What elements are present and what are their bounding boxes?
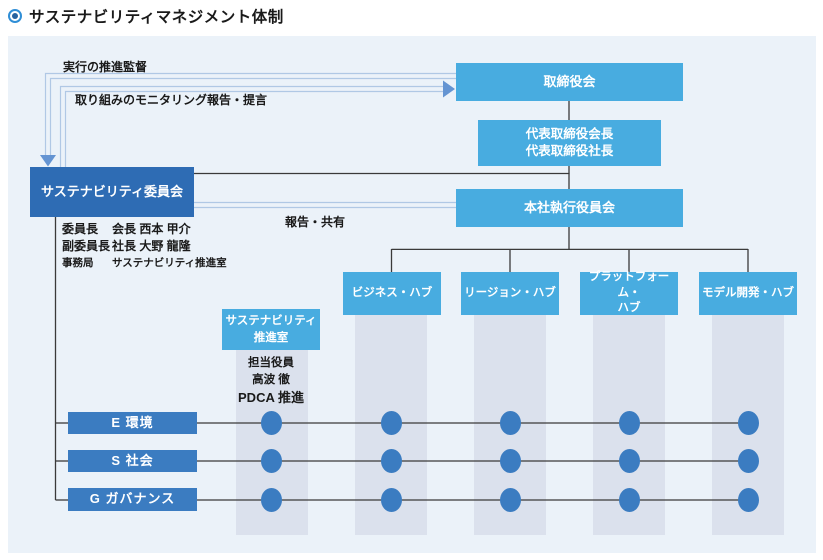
node-platform-hub: プラットフォーム・ ハブ <box>580 271 678 315</box>
detail-value: 社長 大野 龍隆 <box>112 239 191 253</box>
flow-lines <box>44 72 456 209</box>
intersection-dot <box>737 449 759 473</box>
flow-supervision-inner <box>49 77 456 155</box>
node-label-line2: 代表取締役社長 <box>525 144 614 158</box>
intersection-dot <box>737 488 759 512</box>
committee-detail-row: 事務局 サステナビリティ推進室 <box>62 254 227 270</box>
intersection-dot <box>261 411 282 435</box>
intersection-dot <box>618 449 640 473</box>
node-label: サステナビリティ委員会 <box>41 183 183 199</box>
arrowhead-right-to-board <box>443 80 455 98</box>
node-label: 本社執行役員会 <box>523 199 615 215</box>
flow-monitoring-outer <box>59 85 443 167</box>
intersection-dot <box>499 488 521 512</box>
arrow-heads <box>40 80 455 167</box>
flow-label-report-share: 報告・共有 <box>285 215 346 229</box>
org-lines <box>54 101 749 501</box>
row-header-social: S 社会 <box>68 450 197 472</box>
intersection-dot <box>737 411 759 435</box>
flow-supervision-outer <box>44 72 456 155</box>
detail-value: 会長 西本 甲介 <box>112 222 191 236</box>
node-label-line1: サステナビリティ <box>225 315 317 328</box>
committee-detail-row: 副委員長 社長 大野 龍隆 <box>62 237 227 254</box>
node-region-hub: リージョン・ハブ <box>461 272 559 315</box>
office-note-person: 高波 徹 <box>252 374 290 386</box>
node-representative-directors: 代表取締役会長 代表取締役社長 <box>478 120 661 166</box>
node-board-of-directors: 取締役会 <box>456 63 683 101</box>
detail-value: サステナビリティ推進室 <box>112 256 227 269</box>
node-label: モデル開発・ハブ <box>702 286 794 299</box>
row-label: G ガバナンス <box>89 491 176 507</box>
detail-label: 副委員長 <box>62 239 111 253</box>
arrowhead-down-to-committee <box>40 155 56 167</box>
intersection-dot <box>499 449 521 473</box>
node-label-line1: プラットフォーム・ <box>588 271 670 299</box>
node-label: リージョン・ハブ <box>464 286 556 299</box>
intersection-dot <box>499 411 521 435</box>
node-label-line2: ハブ <box>617 302 641 315</box>
office-column-notes: 担当役員 高波 徹 PDCA 推進 <box>221 355 321 406</box>
node-model-dev-hub: モデル開発・ハブ <box>699 272 797 315</box>
node-label-line2: 推進室 <box>253 331 289 344</box>
office-note-pdca: PDCA 推進 <box>238 390 304 405</box>
intersection-dot <box>381 411 402 435</box>
intersection-dot <box>618 488 640 512</box>
node-label: ビジネス・ハブ <box>351 286 433 299</box>
target-circle-icon <box>8 9 22 23</box>
committee-details: 委員長 会長 西本 甲介 副委員長 社長 大野 龍隆 事務局 サステナビリティ推… <box>62 220 227 270</box>
flow-label-monitoring: 取り組みのモニタリング報告・提言 <box>75 93 268 107</box>
row-header-environment: E 環境 <box>68 412 197 434</box>
node-business-hub: ビジネス・ハブ <box>343 272 441 315</box>
intersection-dot <box>261 449 282 473</box>
flow-monitoring-inner <box>64 90 443 167</box>
row-label: E 環境 <box>111 414 154 430</box>
intersection-dot <box>618 411 640 435</box>
intersection-dot <box>381 449 402 473</box>
page-header: サステナビリティマネジメント体制 <box>8 5 284 27</box>
node-label-line1: 代表取締役会長 <box>525 126 614 141</box>
flow-label-supervision: 実行の推進監督 <box>63 60 148 74</box>
office-note-role: 担当役員 <box>248 357 294 369</box>
intersection-dot <box>261 488 282 512</box>
node-sustainability-promotion-office: サステナビリティ 推進室 <box>222 309 320 350</box>
row-label: S 社会 <box>111 452 154 468</box>
node-head-office-exec-committee: 本社執行役員会 <box>456 189 683 227</box>
detail-label: 事務局 <box>62 256 94 269</box>
row-header-governance: G ガバナンス <box>68 488 197 511</box>
node-label: 取締役会 <box>543 73 596 89</box>
committee-detail-row: 委員長 会長 西本 甲介 <box>62 220 227 237</box>
detail-label: 委員長 <box>62 222 99 236</box>
page-title: サステナビリティマネジメント体制 <box>29 9 284 26</box>
node-sustainability-committee: サステナビリティ委員会 <box>30 167 194 217</box>
intersection-dot <box>381 488 402 512</box>
